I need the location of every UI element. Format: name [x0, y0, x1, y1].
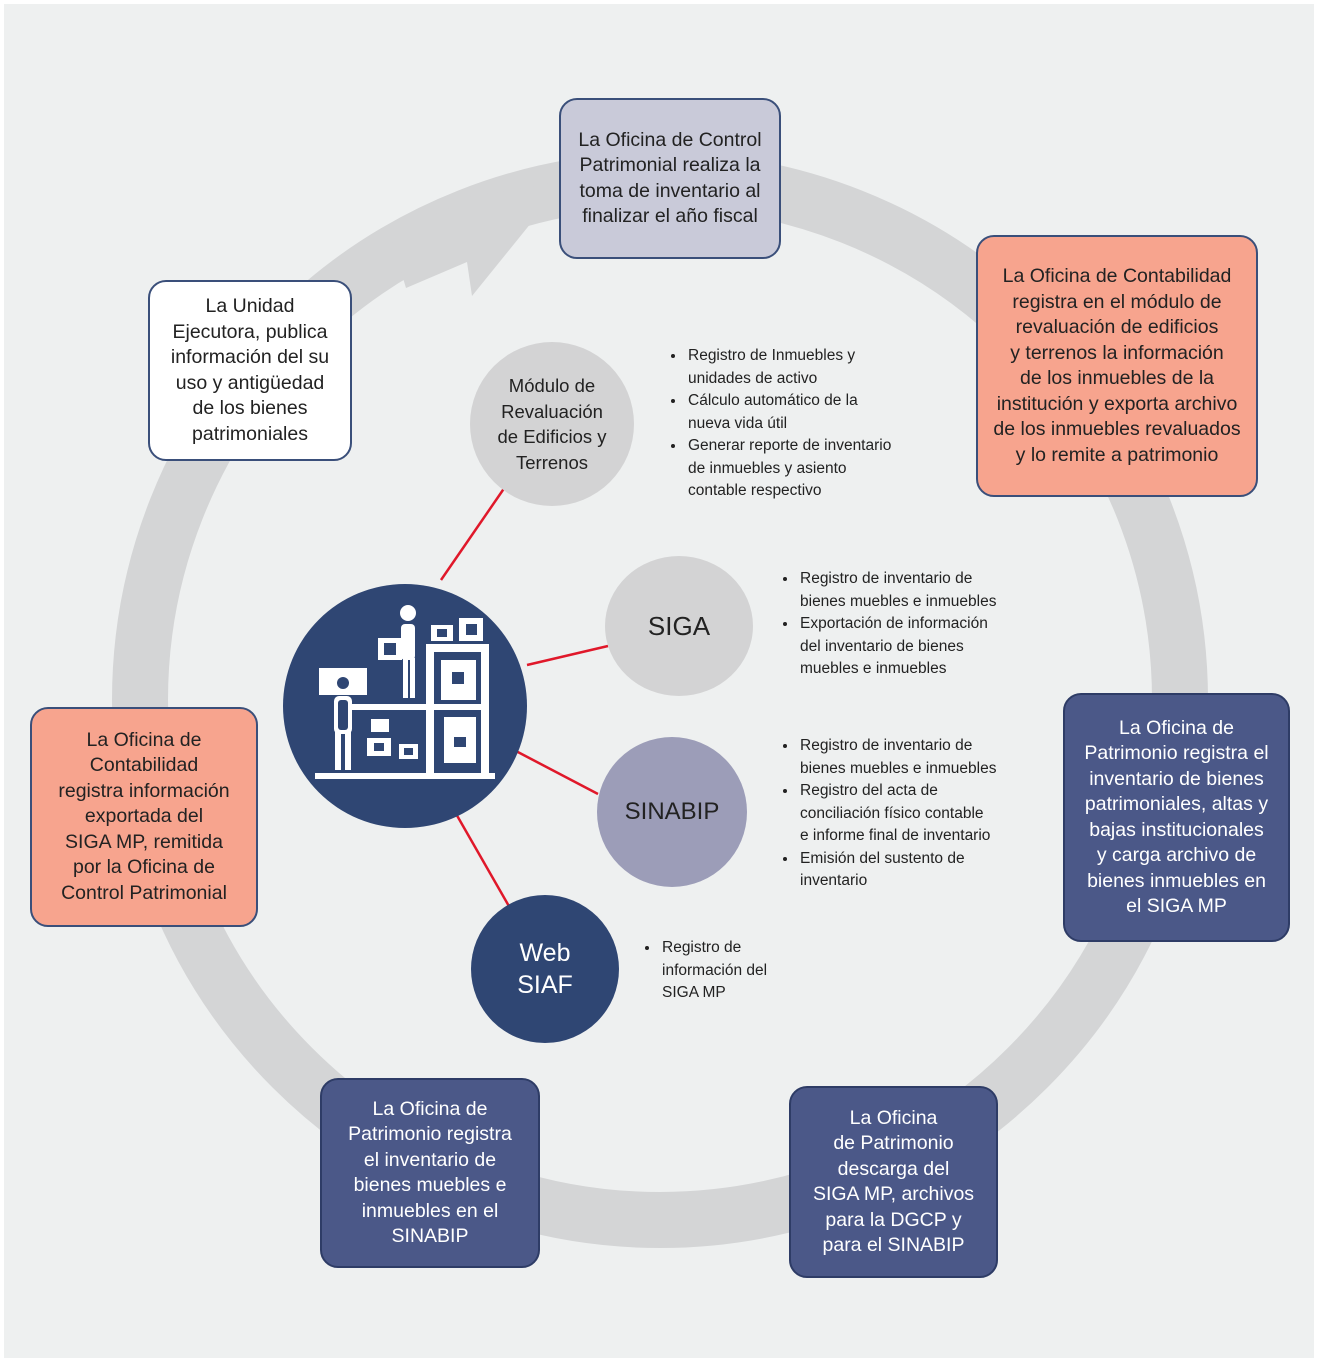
step-bottom-right-text: La Oficina de Patrimonio descarga del SI… — [812, 1106, 975, 1257]
connectors — [439, 486, 609, 909]
system-websiaf: Web SIAF — [471, 895, 619, 1043]
connector-websiaf — [453, 811, 512, 909]
system-websiaf-bullets: Registro de información del SIGA MP — [638, 937, 840, 1005]
step-bottom-right: La Oficina de Patrimonio descarga del SI… — [789, 1086, 998, 1278]
system-siga: SIGA — [605, 556, 753, 696]
bullet-item: Registro de Inmuebles y unidades de acti… — [686, 345, 946, 390]
connector-sinabip — [513, 748, 599, 796]
step-right-mid: La Oficina de Patrimonio registra el inv… — [1063, 693, 1290, 942]
step-bottom-left: La Oficina de Patrimonio registra el inv… — [320, 1078, 540, 1268]
system-revaluacion: Módulo de Revaluación de Edificios y Ter… — [470, 342, 634, 506]
step-left-top-text: La Unidad Ejecutora, publica información… — [170, 295, 330, 445]
bullet-item: Registro del acta de conciliación físico… — [798, 780, 1058, 848]
step-top-text: La Oficina de Control Patrimonial realiz… — [578, 128, 762, 228]
system-siga-label: SIGA — [647, 611, 711, 641]
system-siga-bullets: Registro de inventario de bienes muebles… — [776, 568, 1058, 681]
step-right-mid-text: La Oficina de Patrimonio registra el inv… — [1084, 716, 1269, 918]
step-left-top: La Unidad Ejecutora, publica información… — [148, 280, 352, 461]
system-sinabip: SINABIP — [597, 737, 747, 887]
bullet-item: Emisión del sustento de inventario — [798, 848, 1058, 893]
system-websiaf-label: Web SIAF — [517, 939, 573, 999]
connector-revaluacion — [439, 486, 507, 581]
bullet-item: Registro de información del SIGA MP — [660, 937, 840, 1005]
bullet-item: Registro de inventario de bienes muebles… — [798, 735, 1058, 780]
bullet-item: Generar reporte de inventario de inmuebl… — [686, 435, 946, 503]
connector-siga — [526, 644, 609, 667]
step-bottom-left-text: La Oficina de Patrimonio registra el inv… — [348, 1097, 512, 1248]
system-sinabip-bullets: Registro de inventario de bienes muebles… — [776, 735, 1058, 893]
warehouse-workers-icon — [283, 584, 527, 828]
bullet-item: Exportación de información del inventari… — [798, 613, 1058, 681]
step-left-mid: La Oficina de Contabilidad registra info… — [30, 707, 258, 927]
bullet-item: Registro de inventario de bienes muebles… — [798, 568, 1058, 613]
system-sinabip-label: SINABIP — [624, 798, 720, 825]
system-revaluacion-bullets: Registro de Inmuebles y unidades de acti… — [664, 345, 946, 503]
bullet-item: Cálculo automático de la nueva vida útil — [686, 390, 946, 435]
cycle-arrow-head-icon — [390, 181, 565, 296]
system-revaluacion-label: Módulo de Revaluación de Edificios y Ter… — [497, 375, 607, 473]
step-right-top-text: La Oficina de Contabilidad registra en e… — [993, 265, 1241, 466]
step-left-mid-text: La Oficina de Contabilidad registra info… — [58, 728, 230, 904]
step-top: La Oficina de Control Patrimonial realiz… — [559, 98, 781, 259]
step-right-top: La Oficina de Contabilidad registra en e… — [976, 235, 1258, 497]
